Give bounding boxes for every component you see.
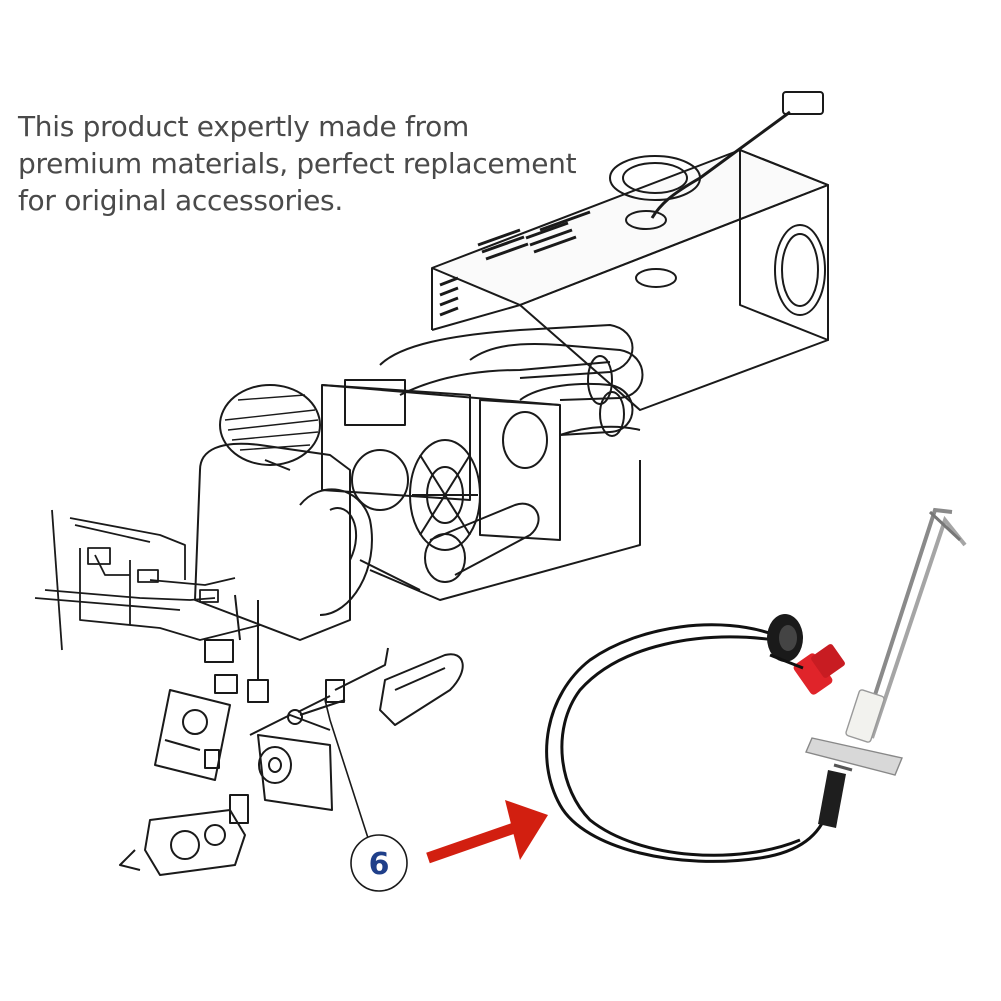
caption-line-2: premium materials, perfect replacement (18, 147, 577, 180)
gas-port (625, 210, 667, 230)
callout-number: 6 (369, 847, 390, 882)
gas-line (650, 110, 791, 219)
blower-wheel-right (409, 439, 481, 551)
top-vents (477, 210, 591, 261)
cabinet-top (431, 149, 829, 306)
circuit-board (154, 689, 231, 781)
burner-frame (321, 379, 641, 601)
callout: 6 (350, 834, 408, 892)
side-vents (439, 276, 459, 317)
furnace-exploded-diagram (34, 91, 829, 876)
igniter-wire (545, 623, 830, 863)
gas-valve (119, 794, 249, 876)
arrow-icon (426, 800, 548, 864)
burner-tube (424, 502, 540, 583)
caption-line-1: This product expertly made from (18, 110, 469, 143)
electrode-rod-1 (860, 507, 953, 736)
cabinet-front-right (519, 184, 829, 411)
mount-bracket (379, 653, 464, 726)
product-caption: This product expertly made from premium … (18, 108, 618, 219)
blower-motor (249, 699, 346, 811)
heat-exchanger (379, 324, 644, 437)
callout-circle (350, 834, 408, 892)
side-port (774, 224, 826, 316)
wiring-harness (34, 509, 261, 651)
blower-housing (194, 384, 373, 641)
mounting-plate (805, 737, 903, 776)
wire-boot (818, 770, 846, 828)
relays (204, 594, 269, 703)
callout-leader (324, 699, 369, 839)
red-connector (769, 644, 845, 695)
electrode-rod-2 (870, 515, 967, 739)
motor-body (351, 449, 409, 511)
caption-line-3: for original accessories. (18, 184, 343, 217)
igniter-electrode-icon (545, 507, 967, 863)
ceramic-insulator (845, 689, 885, 743)
igniter-diagram-part (287, 647, 389, 725)
